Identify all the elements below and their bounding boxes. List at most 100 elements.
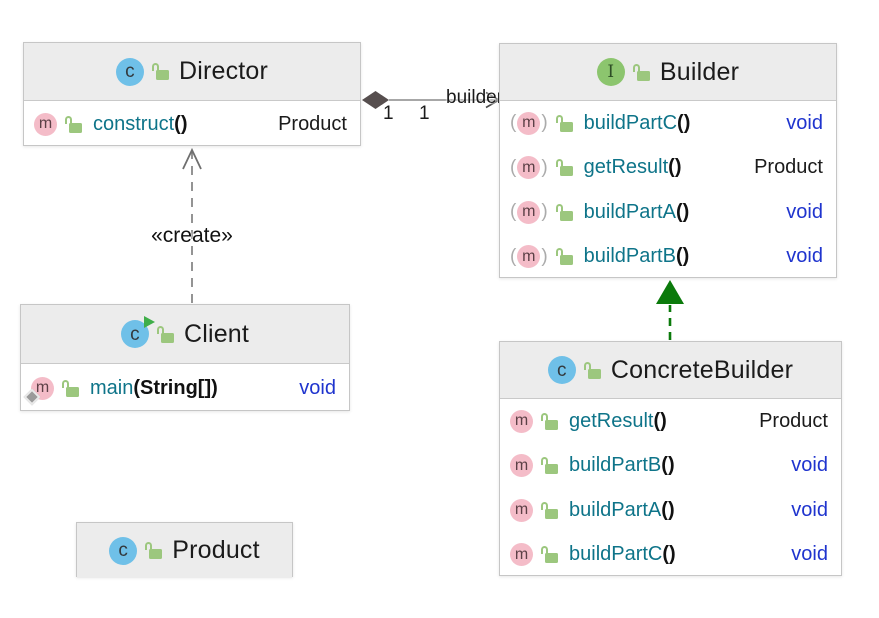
method-params: () bbox=[662, 543, 676, 566]
realization-edge[interactable] bbox=[656, 280, 684, 340]
class-name: Director bbox=[178, 57, 269, 85]
member-row-getresult[interactable]: m getResult() Product bbox=[500, 399, 841, 444]
public-lock-icon bbox=[156, 325, 174, 343]
public-lock-icon bbox=[145, 542, 163, 559]
method-icon: m bbox=[510, 454, 533, 478]
method-icon: m bbox=[34, 112, 57, 136]
realization-arrowhead bbox=[656, 280, 684, 304]
method-name: buildPartA bbox=[569, 498, 662, 521]
public-lock-icon bbox=[555, 248, 573, 266]
method-return-type: void bbox=[791, 543, 828, 566]
public-lock-icon bbox=[555, 159, 573, 177]
method-icon: m bbox=[510, 543, 533, 567]
public-lock-icon bbox=[583, 361, 601, 379]
public-lock-icon bbox=[541, 546, 558, 564]
method-name: buildPartB bbox=[569, 454, 662, 477]
class-icon-letter: c bbox=[125, 61, 135, 82]
class-icon-letter: c bbox=[118, 540, 129, 561]
member-row-buildpartb[interactable]: m buildPartB() void bbox=[500, 235, 836, 280]
method-params: (String[]) bbox=[133, 376, 218, 399]
class-name: Client bbox=[183, 319, 250, 348]
aggregation-target-multiplicity: 1 bbox=[419, 103, 430, 124]
method-icon: m bbox=[510, 498, 533, 522]
concretebuilder-header[interactable]: c ConcreteBuilder bbox=[500, 342, 841, 399]
method-name: buildPartA bbox=[583, 200, 676, 223]
class-node-concretebuilder[interactable]: c ConcreteBuilder m getResult() Product … bbox=[499, 341, 842, 576]
builder-header[interactable]: I Builder bbox=[500, 44, 836, 101]
method-params: () bbox=[174, 112, 188, 135]
method-return-type: void bbox=[786, 245, 823, 268]
create-stereotype-label: «create» bbox=[151, 224, 233, 247]
class-node-client[interactable]: c Client m main(String[]) void bbox=[20, 304, 350, 411]
method-params: () bbox=[675, 245, 690, 268]
method-params: () bbox=[675, 200, 690, 223]
class-name: Builder bbox=[659, 57, 740, 86]
method-params: () bbox=[661, 454, 675, 477]
class-name: ConcreteBuilder bbox=[610, 355, 794, 384]
method-return-type: void bbox=[786, 200, 823, 223]
abstract-method-icon: m bbox=[510, 111, 548, 135]
method-params: () bbox=[668, 156, 682, 179]
method-return-type: Product bbox=[754, 156, 823, 179]
method-return-type: Product bbox=[759, 409, 828, 432]
director-header[interactable]: c Director bbox=[24, 43, 360, 101]
interface-icon-letter: I bbox=[607, 61, 615, 82]
run-badge-icon bbox=[143, 316, 155, 328]
method-name: getResult bbox=[583, 156, 669, 179]
class-node-director[interactable]: c Director m construct() Product bbox=[23, 42, 361, 146]
method-name: construct bbox=[93, 112, 175, 135]
class-icon-letter: c bbox=[557, 359, 567, 381]
member-row-buildpartc[interactable]: m buildPartC() void bbox=[500, 101, 836, 146]
public-lock-icon bbox=[541, 501, 558, 519]
public-lock-icon bbox=[62, 379, 79, 397]
class-icon: c bbox=[115, 57, 144, 86]
method-params: () bbox=[661, 498, 675, 521]
public-lock-icon bbox=[151, 63, 169, 80]
method-name: main bbox=[90, 376, 134, 399]
member-row-buildparta[interactable]: m buildPartA() void bbox=[500, 190, 836, 235]
method-icon: m bbox=[510, 409, 533, 433]
method-icon-letter: m bbox=[35, 379, 50, 396]
class-icon-letter: c bbox=[130, 323, 140, 345]
method-name: buildPartB bbox=[583, 245, 676, 268]
method-params: () bbox=[653, 409, 667, 432]
class-name: Product bbox=[172, 536, 260, 564]
abstract-method-icon: m bbox=[510, 245, 548, 269]
abstract-method-icon: m bbox=[510, 200, 548, 224]
class-node-product[interactable]: c Product bbox=[76, 522, 293, 578]
member-row-buildparta[interactable]: m buildPartA() void bbox=[500, 488, 841, 533]
method-return-type: Product bbox=[278, 112, 347, 135]
aggregation-role-label: builder bbox=[446, 87, 504, 108]
method-name: buildPartC bbox=[583, 111, 678, 134]
member-row-buildpartb[interactable]: m buildPartB() void bbox=[500, 444, 841, 489]
method-params: () bbox=[677, 111, 691, 134]
public-lock-icon bbox=[541, 457, 558, 475]
class-node-builder[interactable]: I Builder m buildPartC() void m getResul… bbox=[499, 43, 837, 278]
public-lock-icon bbox=[555, 203, 573, 221]
method-name: getResult bbox=[569, 409, 654, 432]
product-header[interactable]: c Product bbox=[77, 523, 292, 578]
member-row-main[interactable]: m main(String[]) void bbox=[21, 364, 349, 412]
method-return-type: void bbox=[791, 454, 828, 477]
member-row-construct[interactable]: m construct() Product bbox=[24, 101, 360, 147]
method-return-type: void bbox=[791, 498, 828, 521]
runnable-class-icon: c bbox=[120, 316, 155, 348]
aggregation-source-multiplicity: 1 bbox=[383, 103, 394, 124]
method-return-type: void bbox=[299, 376, 336, 399]
main-method-icon: m bbox=[23, 376, 54, 405]
abstract-method-icon: m bbox=[510, 156, 548, 180]
client-header[interactable]: c Client bbox=[21, 305, 349, 364]
member-row-buildpartc[interactable]: m buildPartC() void bbox=[500, 533, 841, 578]
method-icon-letter: m bbox=[38, 115, 53, 132]
public-lock-icon bbox=[541, 412, 558, 430]
public-lock-icon bbox=[555, 114, 573, 132]
method-return-type: void bbox=[786, 111, 823, 134]
interface-icon: I bbox=[596, 58, 625, 86]
create-arrowhead bbox=[182, 147, 202, 170]
class-icon: c bbox=[109, 536, 138, 565]
public-lock-icon bbox=[632, 63, 650, 81]
method-name: buildPartC bbox=[569, 543, 663, 566]
member-row-getresult[interactable]: m getResult() Product bbox=[500, 146, 836, 191]
public-lock-icon bbox=[65, 115, 82, 133]
